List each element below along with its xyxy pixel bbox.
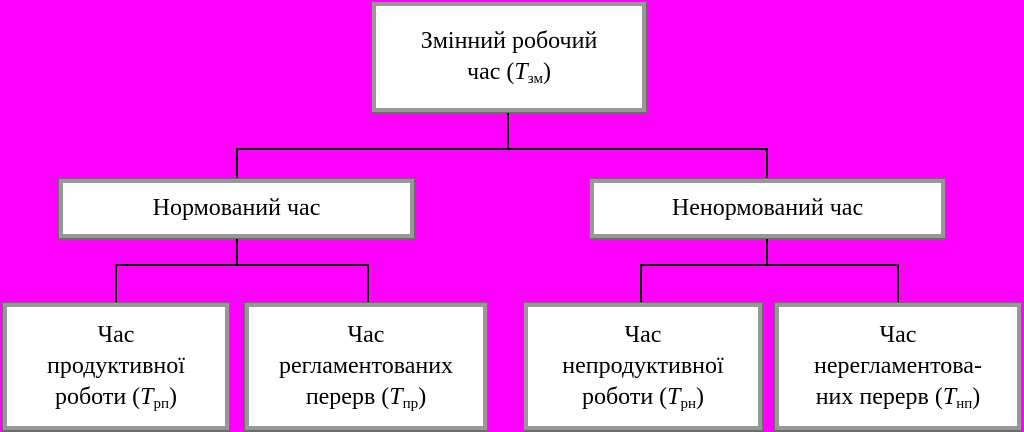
node-productive-work-time: Час продуктивної роботи (Трп) bbox=[3, 303, 229, 430]
node-title-line: Змінний робочий bbox=[420, 28, 598, 55]
node-title-line: Час bbox=[624, 322, 662, 349]
node-formula-line: роботи (Трн) bbox=[582, 382, 704, 413]
node-non-normalized-time: Ненормований час bbox=[590, 179, 945, 238]
formula-subscript: рп bbox=[153, 395, 170, 412]
node-title-line: Час bbox=[97, 322, 135, 349]
node-title-line: Час bbox=[347, 322, 385, 349]
formula-subscript: зм bbox=[527, 71, 543, 87]
node-title-line: Нормований час bbox=[152, 195, 321, 222]
formula-suffix: ) bbox=[542, 59, 551, 85]
node-formula-line: час (Тзм) bbox=[467, 57, 551, 88]
connector-drop-leaf4 bbox=[897, 264, 899, 303]
formula-suffix: ) bbox=[972, 383, 981, 410]
formula-prefix: роботи ( bbox=[581, 383, 668, 410]
formula-suffix: ) bbox=[169, 383, 178, 410]
node-title-line: нерегламентова- bbox=[814, 353, 982, 380]
connector-left-horizontal bbox=[115, 264, 369, 266]
node-title-line: непродуктивної bbox=[562, 353, 724, 380]
formula-symbol: Т bbox=[667, 383, 681, 410]
formula-symbol: Т bbox=[389, 383, 403, 410]
node-unregulated-breaks-time: Час нерегламентова- них перерв (Тнп) bbox=[775, 303, 1021, 430]
connector-drop-leaf3 bbox=[640, 264, 642, 303]
node-title-line: Ненормований час bbox=[671, 195, 864, 222]
node-title-line: Час bbox=[879, 322, 917, 349]
connector-drop-leaf1 bbox=[115, 264, 117, 303]
formula-prefix: них перерв ( bbox=[815, 383, 943, 410]
formula-symbol: Т bbox=[514, 59, 528, 85]
formula-suffix: ) bbox=[696, 383, 705, 410]
node-regulated-breaks-time: Час регламентованих перерв (Тпр) bbox=[245, 303, 487, 430]
node-normalized-time: Нормований час bbox=[59, 179, 414, 238]
node-formula-line: роботи (Трп) bbox=[55, 382, 177, 413]
connector-right-branch-stem bbox=[766, 238, 768, 266]
connector-drop-left-branch bbox=[236, 148, 238, 179]
formula-prefix: час ( bbox=[467, 59, 515, 85]
connector-drop-right-branch bbox=[766, 148, 768, 179]
node-formula-line: перерв (Тпр) bbox=[306, 382, 426, 413]
connector-drop-leaf2 bbox=[367, 264, 369, 303]
connector-left-branch-stem bbox=[236, 238, 238, 266]
formula-subscript: пр bbox=[402, 395, 419, 412]
node-formula-line: них перерв (Тнп) bbox=[816, 382, 981, 413]
formula-subscript: нп bbox=[956, 395, 973, 412]
connector-root-stem bbox=[507, 112, 509, 150]
formula-prefix: роботи ( bbox=[54, 383, 141, 410]
formula-symbol: Т bbox=[140, 383, 154, 410]
formula-subscript: рн bbox=[680, 395, 697, 412]
connector-level1-horizontal bbox=[236, 148, 768, 150]
node-shift-working-time: Змінний робочий час (Тзм) bbox=[372, 2, 646, 112]
node-unproductive-work-time: Час непродуктивної роботи (Трн) bbox=[524, 303, 762, 430]
node-title-line: регламентованих bbox=[278, 353, 454, 380]
connector-right-horizontal bbox=[640, 264, 899, 266]
formula-prefix: перерв ( bbox=[305, 383, 390, 410]
formula-suffix: ) bbox=[418, 383, 427, 410]
formula-symbol: Т bbox=[942, 383, 957, 410]
node-title-line: продуктивної bbox=[47, 353, 185, 380]
